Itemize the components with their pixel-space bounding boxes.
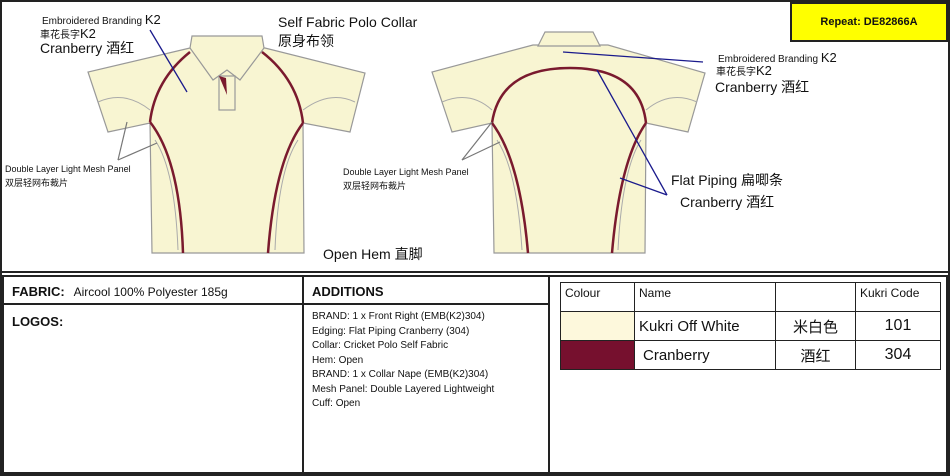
front-branding-label: Embroidered Branding K2 [42, 12, 161, 27]
back-mesh-label: Double Layer Light Mesh Panel [343, 167, 469, 177]
collar-label-cn: 原身布领 [278, 33, 334, 49]
back-mesh-label-cn: 双层轻网布裁片 [343, 181, 407, 191]
colour-section [548, 275, 948, 474]
front-branding-cn: 車花長字K2 [40, 26, 96, 41]
colour-swatch [560, 311, 635, 341]
back-collar [537, 31, 601, 47]
addition-item: Edging: Flat Piping Cranberry (304) [312, 325, 470, 337]
colour-swatch [560, 340, 635, 370]
collar-label: Self Fabric Polo Collar [278, 14, 418, 30]
addition-item: Cuff: Open [312, 398, 361, 409]
piping-colour: Cranberry 酒红 [680, 194, 775, 210]
front-mesh-label-cn: 双层轻网布裁片 [5, 178, 69, 188]
front-shirt-body [87, 47, 366, 254]
hem-label: Open Hem 直脚 [323, 246, 423, 262]
back-branding-label: Embroidered Branding K2 [718, 50, 837, 65]
polo-shirt-illustration [87, 29, 706, 254]
back-branding-colour: Cranberry 酒红 [715, 79, 810, 95]
addition-item: Mesh Panel: Double Layered Lightweight [312, 383, 495, 395]
table-header-row: Colour Name Kukri Code [560, 282, 941, 312]
piping-label: Flat Piping 扁唧条 [671, 172, 784, 188]
colour-table: Colour Name Kukri Code Kukri Off White 米… [560, 282, 941, 370]
addition-item: BRAND: 1 x Front Right (EMB(K2)304) [312, 311, 485, 322]
front-mesh-label: Double Layer Light Mesh Panel [5, 164, 131, 174]
repeat-code-badge: Repeat: DE82866A [790, 2, 948, 42]
front-collar [189, 35, 265, 81]
additions-list: BRAND: 1 x Front Right (EMB(K2)304) Edgi… [302, 303, 550, 474]
addition-item: BRAND: 1 x Collar Nape (EMB(K2)304) [312, 369, 489, 380]
addition-item: Hem: Open [312, 354, 364, 366]
table-row: Cranberry 酒红 304 [560, 340, 941, 370]
garment-drawing-area: Repeat: DE82866A Embroidered Branding K2… [0, 2, 950, 273]
addition-item: Collar: Cricket Polo Self Fabric [312, 340, 449, 351]
back-branding-cn: 車花長字K2 [716, 63, 772, 78]
front-branding-colour: Cranberry 酒红 [40, 40, 135, 56]
